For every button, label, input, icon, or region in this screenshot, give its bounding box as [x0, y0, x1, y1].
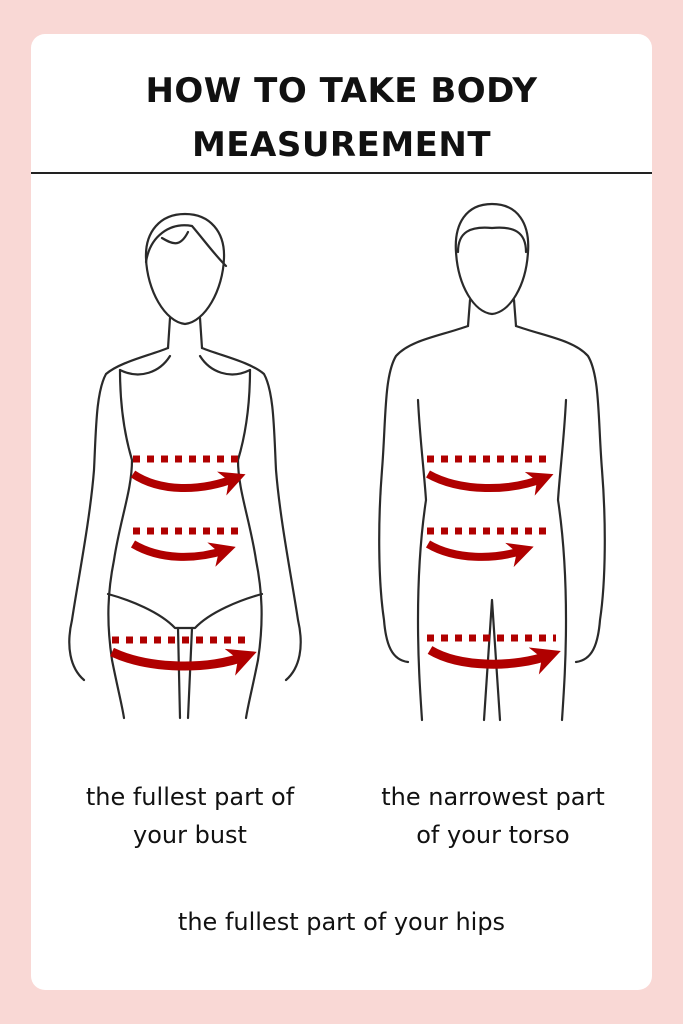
woman-neck [166, 316, 204, 350]
woman-body-left [68, 346, 170, 720]
man-hips-measure [427, 634, 561, 675]
title-line-1: HOW TO TAKE BODY [145, 71, 538, 111]
man-figure [378, 202, 606, 722]
woman-bust-measure [130, 455, 246, 496]
woman-waist-measure [130, 527, 242, 567]
page-title: HOW TO TAKE BODY MEASUREMENT [31, 64, 652, 172]
bust-label: the fullest part of your bust [40, 778, 340, 854]
man-body-right [514, 324, 606, 722]
man-chest-measure [426, 455, 554, 496]
woman-legs [176, 626, 194, 720]
torso-label-line-1: the narrowest part [381, 783, 605, 811]
bust-label-line-2: your bust [133, 821, 247, 849]
woman-hips-measure [110, 636, 257, 676]
torso-label-line-2: of your torso [416, 821, 570, 849]
torso-label: the narrowest part of your torso [343, 778, 643, 854]
hips-label: the fullest part of your hips [177, 908, 506, 936]
man-body-left [378, 324, 470, 722]
bust-label-line-1: the fullest part of [85, 783, 295, 811]
title-line-2: MEASUREMENT [191, 125, 492, 165]
woman-leotard [106, 354, 264, 630]
title-divider [31, 172, 652, 174]
man-hair [456, 226, 528, 254]
woman-hair [144, 224, 228, 268]
woman-head [144, 212, 226, 326]
man-waist-measure [425, 527, 552, 568]
man-neck [466, 298, 518, 328]
man-head [454, 202, 530, 316]
infographic-card: HOW TO TAKE BODY MEASUREMENT [31, 34, 652, 990]
